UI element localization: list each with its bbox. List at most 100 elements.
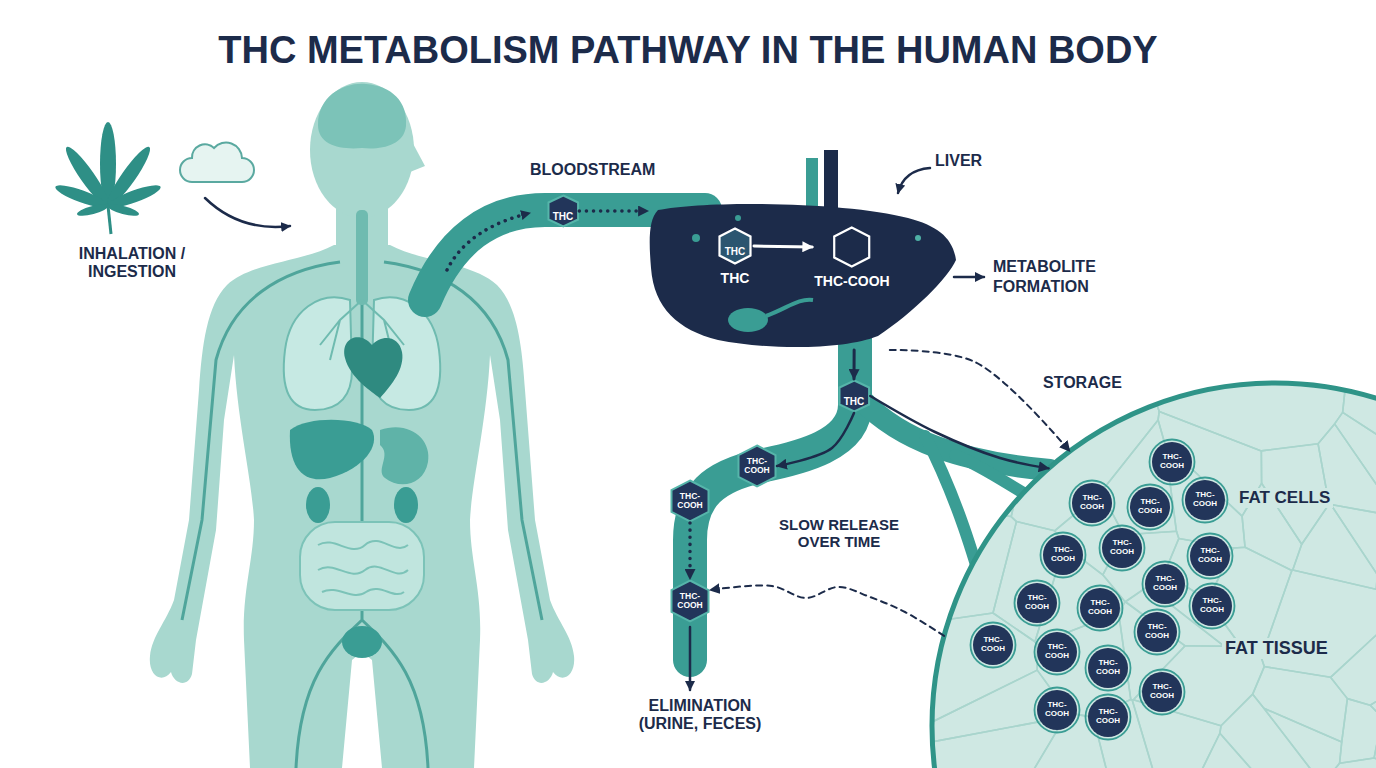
fat-cell: THC-COOH (1126, 483, 1174, 531)
cell-ring (1078, 586, 1123, 631)
text-holder: THC-COOH (1024, 594, 1050, 613)
intake-arrow (205, 198, 290, 227)
annotation-label: INHALATION / INGESTION (52, 245, 212, 282)
text-holder: THC-COOH (1137, 498, 1163, 517)
fat-cell: THC-COOH (1068, 479, 1116, 527)
cell-body (1102, 528, 1142, 568)
cell-ring (1140, 670, 1185, 715)
cell-wall (1293, 504, 1376, 589)
bile-duct (766, 300, 813, 316)
molecule-hexagon: THC (838, 379, 871, 413)
cell-ring (1015, 581, 1060, 626)
cell-ring (1188, 534, 1233, 579)
fat-cell: THC-COOH (1098, 524, 1146, 572)
cell-ring (1135, 610, 1180, 655)
fat-cell: THC-COOH (1141, 560, 1189, 608)
leaflet (107, 202, 140, 218)
leaf-stem (108, 206, 111, 234)
human-body (150, 82, 574, 768)
hexagon-outline (835, 228, 870, 267)
cell-ring (1035, 630, 1080, 675)
text-holder: THC-COOH (1095, 659, 1121, 678)
fat-tissue-outline (932, 383, 1376, 768)
fat-cell: THC-COOH (1188, 582, 1236, 630)
nose (410, 138, 425, 172)
cell-wall (929, 509, 974, 606)
cell-body (1088, 697, 1128, 737)
cell-ring (1100, 526, 1145, 571)
molecule-label: THC-COOH (814, 274, 889, 289)
region-label: FAT CELLS (1236, 488, 1333, 508)
text-holder: THC-COOH (676, 592, 704, 612)
molecule-label: THC-COOH (1197, 547, 1223, 565)
text-holder: THC-COOH (1095, 708, 1121, 727)
text-holder: THC-COOH (802, 272, 902, 290)
molecule-label: THC (721, 271, 750, 286)
molecule-label: THC-COOH (676, 592, 704, 611)
text-holder: THC-COOH (1109, 539, 1135, 558)
molecule-label: THC-COOH (1159, 453, 1185, 471)
leaflet (76, 202, 109, 218)
edge-label: STORAGE (1040, 374, 1125, 392)
cell-body (1152, 442, 1192, 482)
fat-cell: THC-COOH (1148, 438, 1196, 486)
fat-cell: THC-COOH (1033, 628, 1081, 676)
liver-vessel (824, 150, 838, 212)
molecule-label: THC-COOH (1152, 575, 1178, 593)
cell-body (1080, 588, 1120, 628)
fat-cell: THC-COOH (1186, 532, 1234, 580)
edge-label-holder: STORAGE (1040, 374, 1140, 392)
edge-label-holder: SLOW RELEASE OVER TIME (765, 516, 913, 551)
molecule-label: THC-COOH (1192, 491, 1218, 509)
cell-wall (1220, 694, 1322, 768)
text-holder: THC (543, 206, 583, 224)
cell-ring (1035, 688, 1080, 733)
liver-outline (650, 204, 956, 347)
molecule-hexagon: THCTHC (716, 227, 754, 284)
kidney (394, 487, 418, 523)
bladder (342, 626, 382, 658)
label-holder: METABOLITE FORMATION (993, 257, 1118, 297)
molecule-label: THC-COOH (1095, 708, 1121, 726)
body-silhouette (150, 245, 574, 768)
label-holder: BLOODSTREAM (530, 161, 690, 179)
flow-arrow (870, 396, 1048, 468)
molecule-label: THC-COOH (1044, 701, 1070, 719)
liver-dot (735, 215, 741, 221)
text-holder: FAT CELLS (1236, 488, 1356, 508)
hexagon-outline (739, 446, 776, 487)
flow-arrow (853, 350, 856, 379)
cell-texture (929, 380, 1376, 768)
text-holder: THC-COOH (1192, 491, 1218, 510)
fat-tissue: FAT CELLS FAT TISSUE THC-COOH THC-COOH THC-C… (929, 380, 1376, 768)
fat-cell: THC-COOH (1076, 584, 1124, 632)
molecule-label: THC-COOH (1137, 498, 1163, 516)
diagram-title: THC METABOLISM PATHWAY IN THE HUMAN BODY (218, 31, 1157, 69)
cell-ring (1150, 440, 1195, 485)
heart (344, 337, 402, 398)
molecule-label: THC-COOH (1044, 643, 1070, 661)
liver-pointer-arrow (898, 168, 930, 193)
fat-cell: THC-COOH (1039, 531, 1087, 579)
molecule-label: THC-COOH (980, 636, 1006, 654)
cell-ring (971, 623, 1016, 668)
cell-wall (1261, 570, 1376, 677)
elimination-tube (690, 330, 855, 660)
annotation-label: ELIMINATION (URINE, FECES) (620, 697, 780, 734)
text-holder: FAT TISSUE (1222, 638, 1352, 659)
left-lung (284, 297, 352, 410)
fat-cell: THC-COOH (1181, 476, 1229, 524)
trachea (356, 210, 368, 305)
cell-ring (1086, 646, 1131, 691)
metabolite-hexagon: THC-COOH (737, 444, 777, 488)
liver-vessel (806, 158, 818, 213)
elimination-arrow (689, 627, 692, 690)
flow-arrow (777, 413, 854, 466)
cell-wall (929, 380, 988, 420)
cell-ring (1041, 533, 1086, 578)
molecule-label: THC-COOH (1050, 546, 1076, 564)
cell-wall (1374, 717, 1376, 768)
hexagon-outline (839, 381, 869, 412)
bloodstream-flow-arrow (447, 213, 530, 270)
